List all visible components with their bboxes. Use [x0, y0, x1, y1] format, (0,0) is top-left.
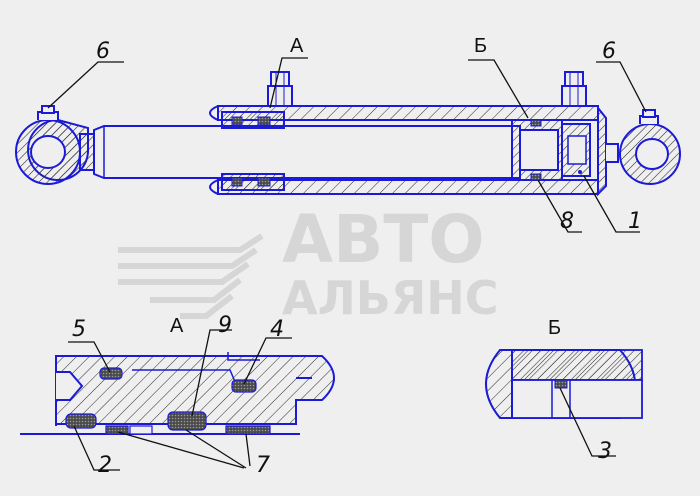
callout-4: 4 [270, 317, 284, 342]
cylinder-assembly [15, 71, 681, 197]
callout-5: 5 [72, 317, 86, 342]
view-label-b-top: Б [474, 35, 487, 57]
callout-2: 2 [98, 453, 112, 478]
watermark-line2: АЛЬЯНС [282, 271, 499, 325]
right-cap-eye [619, 109, 681, 185]
left-rod-eye [15, 105, 89, 185]
view-label-a-top: А [290, 35, 304, 57]
watermark-line1: АВТО [282, 201, 485, 278]
view-label-b-detail: Б [548, 317, 561, 339]
end-cap [597, 105, 619, 197]
view-label-a-detail: А [170, 315, 184, 337]
piston-rod [79, 125, 521, 179]
piston [511, 119, 591, 181]
callout-9: 9 [218, 313, 232, 338]
gland-housing [221, 111, 285, 191]
cylinder-barrel [209, 105, 599, 195]
right-port-fitting [561, 71, 587, 107]
callout-7: 7 [256, 453, 270, 478]
callout-3: 3 [598, 439, 612, 464]
watermark-logo-icon [118, 233, 264, 319]
callout-6-right: 6 [602, 39, 616, 64]
callout-6-left: 6 [96, 39, 110, 64]
callout-8: 8 [560, 209, 574, 234]
leader-lines-main [47, 57, 647, 233]
detail-a-section [20, 352, 335, 435]
detail-b-section [485, 349, 643, 419]
leader-lines-details [68, 329, 616, 471]
callout-1: 1 [628, 209, 642, 234]
